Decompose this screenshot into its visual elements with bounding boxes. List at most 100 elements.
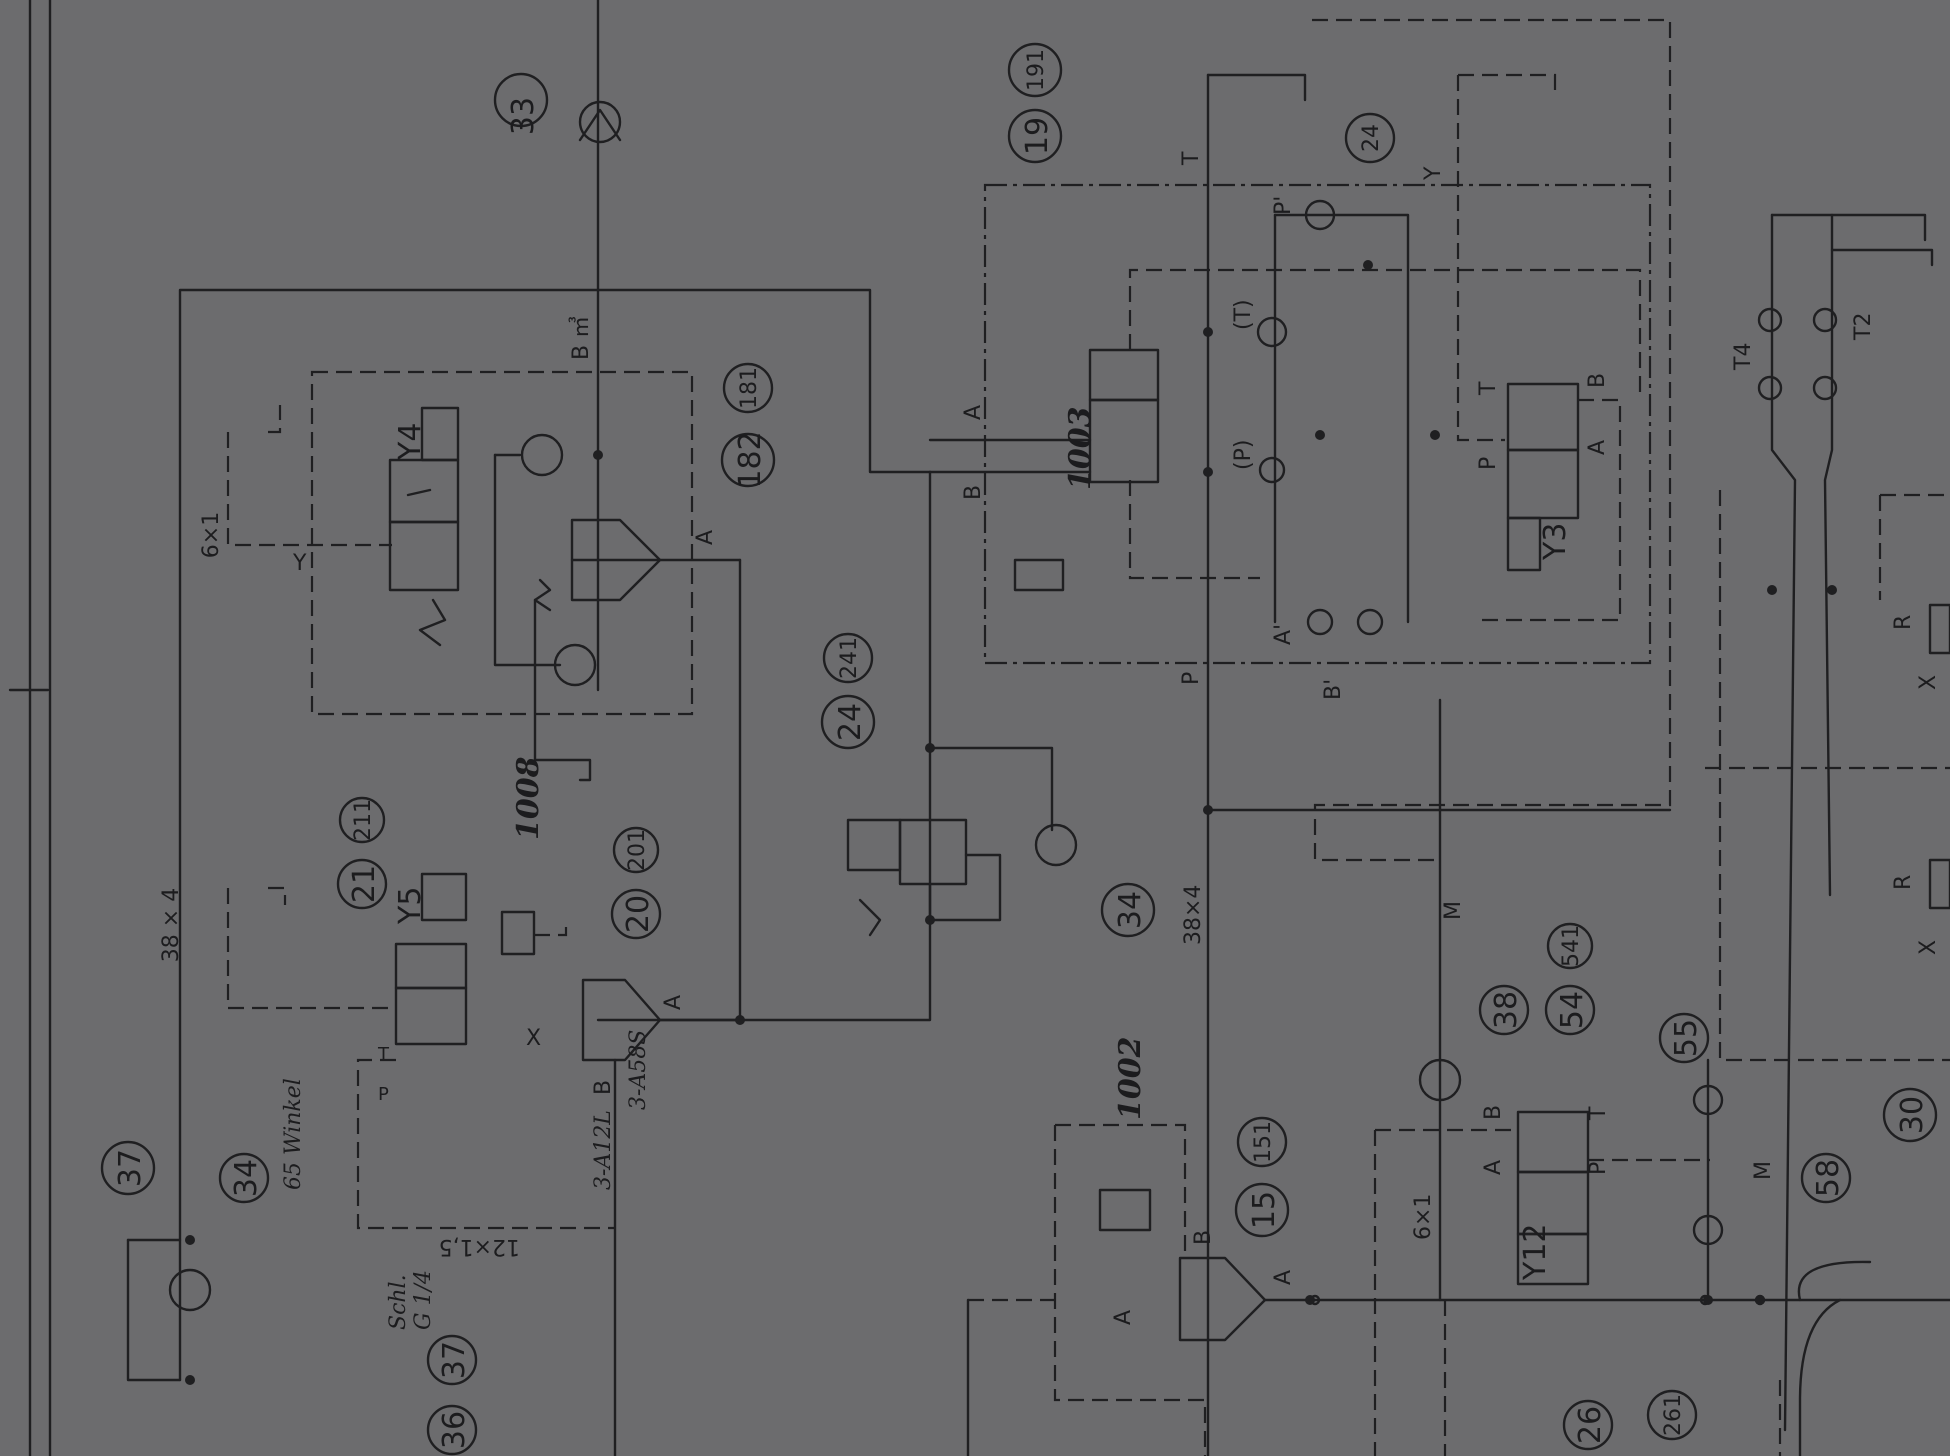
handwritten-schl: Schl. — [386, 1274, 411, 1330]
ref-181-label: 24 — [1359, 124, 1384, 152]
ref-182-label: 191 — [1024, 49, 1049, 91]
port-B-Y3: B — [1585, 373, 1610, 388]
port-A-20: A — [661, 995, 686, 1010]
handwritten-1003: 1003 — [1063, 407, 1098, 491]
handwritten-g14: G 1/4 — [411, 1270, 436, 1330]
valve-Y3-box1 — [1506, 382, 1580, 452]
hose-label-3A58S: 3-A58S — [626, 1030, 651, 1110]
port-A-15: A — [1271, 1270, 1296, 1285]
cartridge-valve-19 — [570, 518, 662, 602]
cartridge-valve-15 — [1178, 1256, 1267, 1342]
valve-block-182-boundary — [1312, 18, 1672, 862]
port-T-18: T — [1179, 151, 1204, 166]
valve-block-19-boundary — [310, 370, 694, 716]
check-valve-19a — [520, 433, 564, 477]
check-valve-37 — [168, 1268, 212, 1312]
ref-38-label: 38 — [1489, 991, 1524, 1029]
pipe-label-6x1-b: 6×1 — [1411, 1194, 1436, 1240]
solenoid-Y12-label: Y12 — [1518, 1224, 1553, 1282]
port-X-right-2: X — [1916, 940, 1941, 955]
port-M-2: M — [1751, 1161, 1776, 1180]
port-T-21: T — [377, 1044, 390, 1065]
ref-34-label: 34 — [1113, 891, 1148, 929]
line-A-19 — [596, 558, 742, 1022]
port-T-Y3: T — [1476, 381, 1501, 396]
check-valve-33 — [578, 100, 622, 144]
tank-label-T4: T4 — [1731, 343, 1756, 371]
ref-33-label: 33 — [506, 97, 541, 135]
ref-26-label: 26 — [1573, 1406, 1608, 1444]
port-P-prime: P' — [1271, 196, 1296, 215]
port-A-Y12: A — [1481, 1160, 1506, 1175]
flow-element-20 — [500, 910, 536, 956]
port-T-paren: (T) — [1231, 299, 1256, 330]
solenoid-Y4-label: Y4 — [393, 423, 428, 461]
handwritten-winkel: 65 Winkel — [281, 1078, 306, 1190]
port-Y-18: Y — [1421, 166, 1446, 181]
valve-Y5-box1 — [394, 986, 468, 1046]
port-A-prime: A' — [1271, 624, 1296, 645]
ref-201-label: 201 — [625, 829, 650, 871]
solenoid-Y5 — [420, 872, 468, 922]
port-M-1: M — [1441, 901, 1466, 920]
return-line — [178, 288, 932, 1382]
hose-T4 — [1770, 213, 1797, 1432]
port-X-right-1: X — [1916, 675, 1941, 690]
ref-541-label: 541 — [1559, 925, 1584, 967]
ref-34b-label: 34 — [229, 1159, 264, 1197]
port-P-21: P — [378, 1084, 389, 1105]
ref-21-label: 21 — [347, 865, 382, 903]
pipe-label-38x4: 38 × 4 — [159, 888, 184, 962]
port-T-Y12: T — [1586, 1106, 1611, 1121]
ref-20-label: 20 — [621, 895, 656, 933]
port-X-20: X — [526, 1026, 541, 1051]
ref-15-label: 15 — [1247, 1191, 1282, 1229]
valve-Y4-box2 — [388, 520, 460, 592]
ref-241-label: 241 — [837, 637, 862, 679]
ref-55-label: 55 — [1669, 1019, 1704, 1057]
port-R-2: R — [1891, 875, 1916, 890]
cartridge-valve-20 — [581, 978, 662, 1062]
ref-36-label: 36 — [437, 1411, 472, 1449]
valve-block-18-boundary — [983, 183, 1652, 665]
ref-circle-33 — [493, 72, 549, 128]
flow-element-15 — [1098, 1188, 1152, 1232]
line-21-P — [356, 1058, 615, 1230]
handwritten-1008: 1008 — [511, 756, 546, 840]
valve-18-box1 — [1088, 348, 1160, 402]
tank-outline — [1798, 1298, 1842, 1456]
ref-30-label: 30 — [1895, 1096, 1930, 1134]
port-A-18: B — [961, 485, 986, 500]
pipe-label-12x1.5: 12×1,5 — [439, 1234, 520, 1259]
port-P-Y3: P — [1476, 457, 1501, 470]
ref-261-label: 261 — [1661, 1394, 1686, 1436]
port-X-15: A — [1111, 1310, 1136, 1325]
pipe-label-38x4-b: 38×4 — [1181, 885, 1206, 945]
port-B-18: A — [961, 405, 986, 420]
port-B-prime: B' — [1321, 679, 1346, 700]
ref-211-label: 211 — [351, 799, 376, 841]
line-24 — [738, 470, 932, 1022]
check-valve-34 — [1034, 823, 1078, 867]
relief-valve-24 — [898, 818, 968, 886]
solenoid-Y3-label: Y3 — [1538, 523, 1573, 561]
port-P-18: P — [1179, 672, 1204, 685]
tank-label-T2: T2 — [1851, 313, 1876, 341]
port-A-19: A — [693, 530, 718, 545]
pressure-switch-18 — [1013, 558, 1065, 592]
port-B-20: B — [591, 1080, 616, 1095]
solenoid-Y12 — [1516, 1232, 1590, 1286]
ref-19-label: 182 — [733, 431, 768, 488]
port-P-paren: (P) — [1231, 440, 1256, 470]
ref-37-label: 37 — [113, 1149, 148, 1187]
check-valve-38 — [1418, 1058, 1462, 1102]
ref-37b-label: 37 — [437, 1341, 472, 1379]
port-Bm: B ㎥ — [568, 316, 594, 360]
port-B-15: B — [1191, 1230, 1216, 1245]
solenoid-Y3 — [1506, 516, 1542, 572]
hose-label-3A12L: 3-A12L — [591, 1110, 616, 1190]
solenoid-Y4 — [420, 406, 460, 462]
port-Y: Y — [292, 551, 307, 576]
